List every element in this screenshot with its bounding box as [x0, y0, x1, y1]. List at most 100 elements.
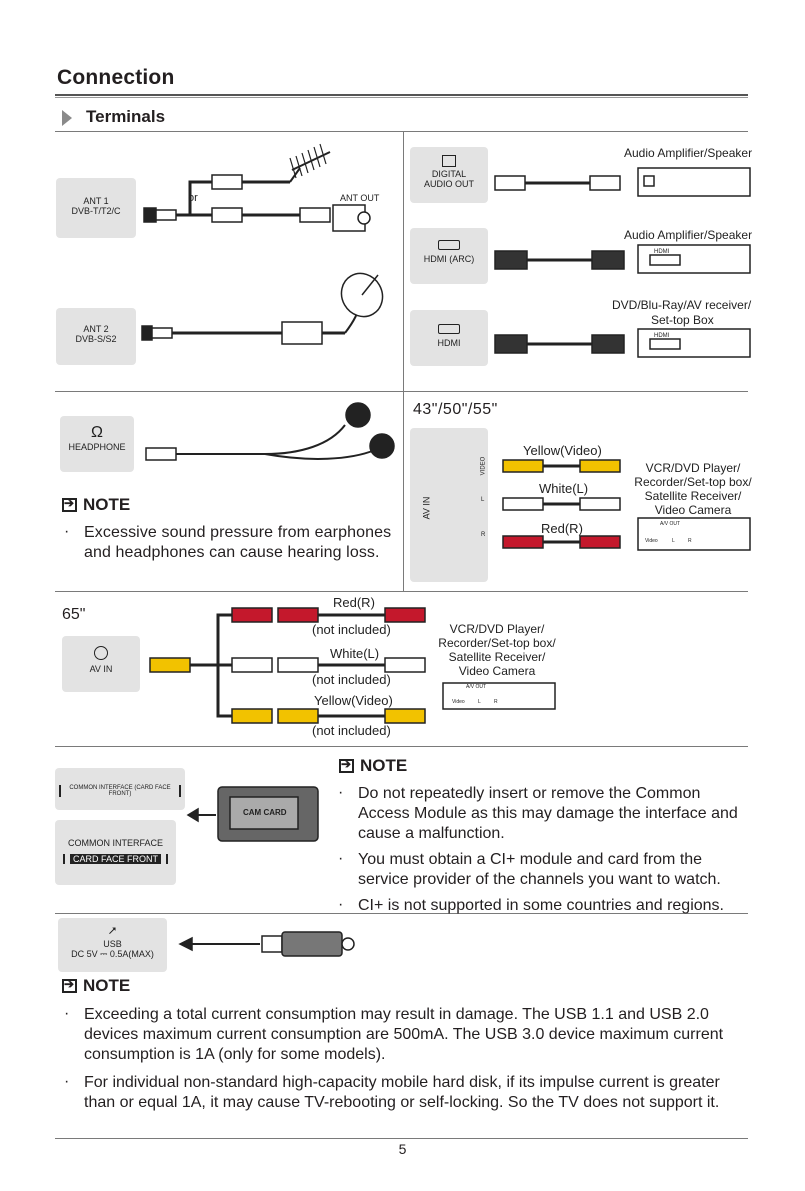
port-l-label: L — [481, 497, 485, 503]
headphone-label: HEADPHONE — [68, 442, 126, 452]
white-note-65: (not included) — [312, 672, 391, 687]
vcr-label-line: Satellite Receiver/ — [644, 489, 742, 503]
av-out-label-65: A/V OUT — [466, 684, 487, 690]
ci-panel-2: COMMON INTERFACE CARD FACE FRONT — [55, 820, 176, 885]
av-video-label-65: Video — [452, 699, 465, 705]
dvd-label-2: Set-top Box — [651, 313, 714, 327]
note-text: Do not repeatedly insert or remove the C… — [358, 785, 738, 842]
vcr-label-line: VCR/DVD Player/ — [449, 622, 545, 636]
note-title: NOTE — [360, 756, 408, 775]
page-number: 5 — [398, 1141, 407, 1157]
vcr-label-line: Recorder/Set-top box/ — [634, 475, 752, 489]
divider — [55, 391, 748, 392]
hdmi-arc-panel: HDMI (ARC) — [410, 228, 488, 284]
note-heading: NOTE — [339, 756, 407, 776]
section-arrow-icon — [62, 110, 72, 126]
section-subtitle: Terminals — [86, 107, 166, 126]
usb-notes: ·Exceeding a total current consumption m… — [62, 1005, 748, 1115]
note-text: For individual non-standard high-capacit… — [84, 1074, 720, 1111]
av-l-label-65: L — [478, 699, 481, 705]
note-icon — [339, 757, 354, 773]
divider — [55, 131, 748, 132]
note-icon — [62, 496, 77, 512]
divider — [55, 913, 748, 914]
vcr-label-line: VCR/DVD Player/ — [645, 461, 741, 475]
size-label-65: 65" — [62, 606, 86, 623]
ci-panel-1: COMMON INTERFACE (CARD FACE FRONT) — [55, 768, 185, 810]
ant1-sub: DVB-T/T2/C — [71, 206, 121, 216]
ant1-panel: ANT 1 DVB-T/T2/C — [56, 178, 136, 238]
note-item: · Excessive sound pressure from earphone… — [64, 523, 392, 561]
av-out-label: A/V OUT — [660, 521, 681, 527]
vcr-label-line: Video Camera — [458, 664, 536, 678]
ant1-label: ANT 1 — [83, 196, 109, 206]
note-icon — [62, 977, 77, 993]
headphone-note: · Excessive sound pressure from earphone… — [62, 523, 394, 565]
note-item: ·For individual non-standard high-capaci… — [64, 1073, 720, 1111]
note-text: CI+ is not supported in some countries a… — [358, 897, 724, 914]
yellow-label-65: Yellow(Video) — [314, 693, 393, 708]
yellow-note-65: (not included) — [312, 723, 391, 738]
port-r-label: R — [481, 532, 486, 538]
white-label-65: White(L) — [330, 646, 380, 661]
hdmi-arc-label: HDMI (ARC) — [423, 254, 475, 264]
usb-icon: ⭧ — [108, 924, 117, 938]
vcr-label-line: Recorder/Set-top box/ — [438, 636, 556, 650]
hdmi-port-icon — [438, 240, 460, 250]
headphone-panel: Ω HEADPHONE — [60, 416, 134, 472]
hdmi-label: HDMI — [437, 338, 461, 348]
ci-card-face-label: CARD FACE FRONT — [69, 854, 161, 864]
ant2-sub: DVB-S/S2 — [75, 334, 117, 344]
vcr-label-line: Video Camera — [654, 503, 732, 517]
digital-audio-label: DIGITAL — [431, 169, 467, 179]
divider — [55, 591, 748, 592]
ci-notes: ·Do not repeatedly insert or remove the … — [336, 784, 748, 918]
title-rule-thin — [55, 97, 748, 98]
ant2-panel: ANT 2 DVB-S/S2 — [56, 308, 136, 365]
ant2-label: ANT 2 — [83, 324, 109, 334]
hdmi-port-icon — [438, 324, 460, 334]
ant-out-label: ANT OUT — [340, 193, 380, 203]
ci-label-3: CARD FACE FRONT — [63, 854, 168, 864]
usb-spec: DC 5V ⎓ 0.5A(MAX) — [71, 949, 154, 959]
note-text: Excessive sound pressure from earphones … — [84, 524, 392, 561]
av-video-label: Video — [645, 538, 658, 544]
vcr-label: VCR/DVD Player/ Recorder/Set-top box/ Sa… — [628, 461, 758, 517]
audio-amp-label-2: Audio Amplifier/Speaker — [624, 228, 753, 242]
av-in-vertical-label: AV IN — [421, 496, 432, 520]
vcr-label-65: VCR/DVD Player/ Recorder/Set-top box/ Sa… — [432, 622, 562, 678]
note-text: You must obtain a CI+ module and card fr… — [358, 851, 721, 888]
optical-port-icon — [442, 155, 456, 167]
red-label: Red(R) — [541, 521, 583, 536]
hdmi-panel: HDMI — [410, 310, 488, 366]
vcr-label-line: Satellite Receiver/ — [448, 650, 546, 664]
red-note-65: (not included) — [312, 622, 391, 637]
note-item: ·CI+ is not supported in some countries … — [338, 896, 724, 914]
divider — [403, 131, 404, 591]
size-label: 43"/50"/55" — [413, 401, 498, 418]
audio-amp-label-1: Audio Amplifier/Speaker — [624, 146, 753, 160]
device-hdmi-label: HDMI — [654, 333, 670, 339]
av-r-label: R — [688, 538, 692, 544]
ci-label-1: COMMON INTERFACE (CARD FACE FRONT) — [59, 785, 181, 797]
port-video-label: VIDEO — [480, 456, 487, 476]
divider — [55, 746, 748, 747]
cam-card-label: CAM CARD — [243, 808, 287, 817]
divider — [55, 1138, 748, 1139]
note-title: NOTE — [83, 495, 131, 514]
av-in-65-label: AV IN — [89, 664, 113, 674]
digital-audio-sub: AUDIO OUT — [423, 179, 474, 189]
note-item: ·Do not repeatedly insert or remove the … — [338, 784, 738, 842]
av-in-panel — [410, 428, 488, 582]
device-hdmi-label: HDMI — [654, 249, 670, 255]
ci-label-2: COMMON INTERFACE — [67, 838, 163, 848]
note-item: ·You must obtain a CI+ module and card f… — [338, 850, 721, 888]
note-heading: NOTE — [62, 976, 130, 996]
white-label: White(L) — [539, 481, 589, 496]
red-label-65: Red(R) — [333, 595, 375, 610]
usb-label: USB — [103, 939, 122, 949]
headphone-icon: Ω — [91, 424, 103, 441]
title-rule — [55, 94, 748, 96]
note-heading: NOTE — [62, 495, 130, 515]
av-r-label-65: R — [494, 699, 498, 705]
